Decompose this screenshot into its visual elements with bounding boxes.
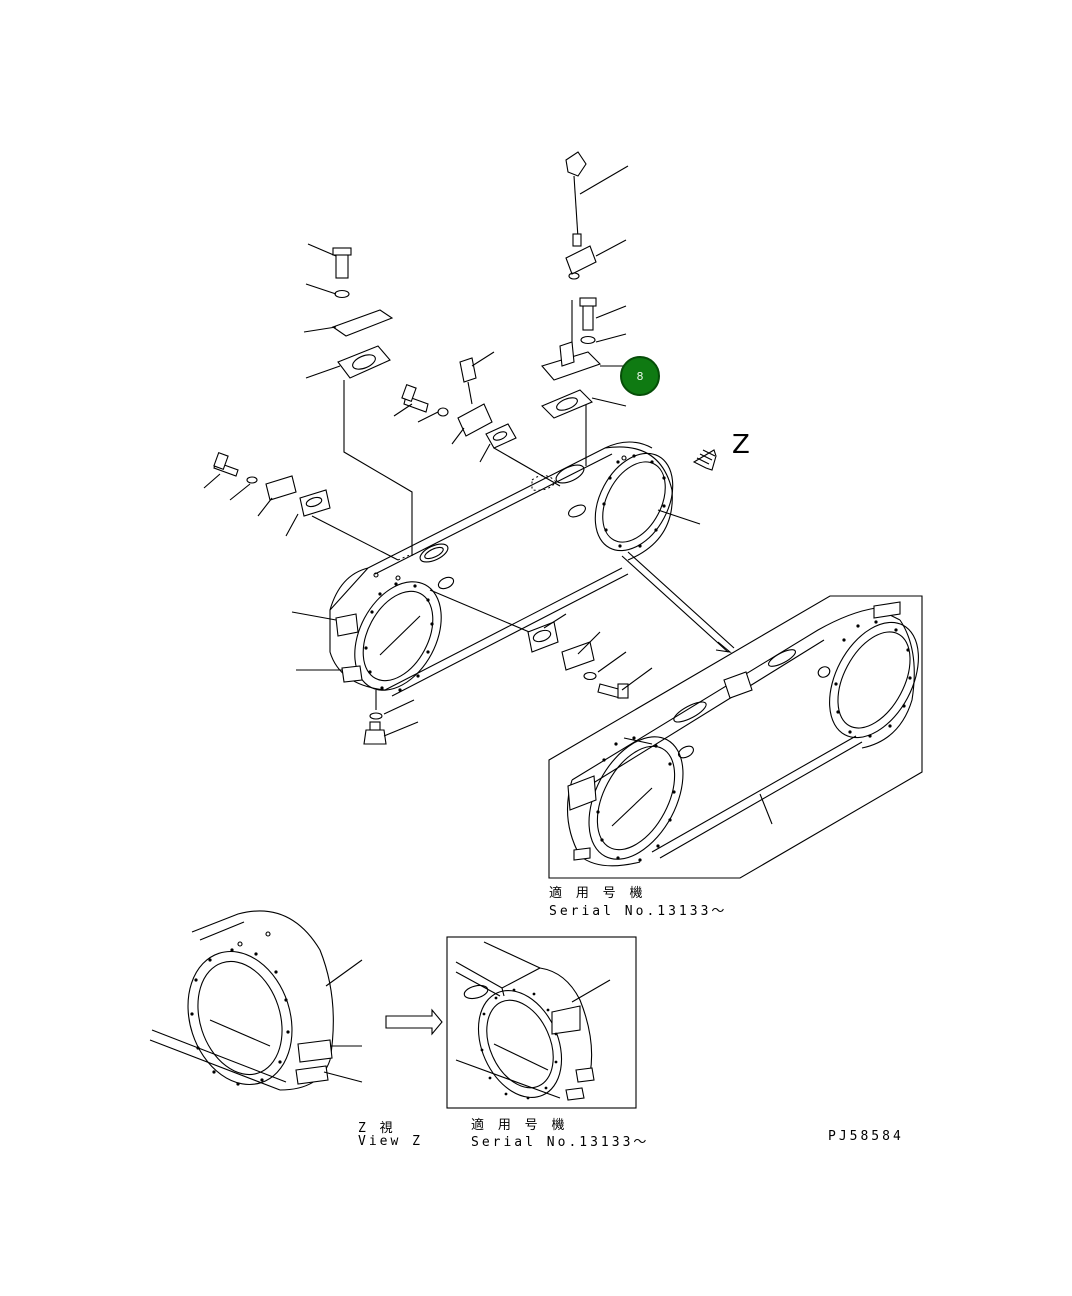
view-z-variant-applicable-label: 適 用 号 機: [471, 1118, 568, 1133]
view-z-variant-serial-label: Serial No.13133～: [471, 1135, 650, 1150]
view-z-title-en: View Z: [358, 1134, 423, 1149]
serial-variant-frame: [548, 551, 923, 879]
view-z-detail: [149, 910, 443, 1091]
callout-8[interactable]: 8: [620, 356, 660, 396]
main-serial-label: Serial No.13133～: [549, 904, 728, 919]
view-z-title-jp: Z 視: [358, 1121, 396, 1136]
main-case-housing: [329, 441, 674, 697]
exploded-parts: [203, 151, 717, 745]
view-z-variant-frame: [446, 936, 637, 1109]
view-z-marker: Z: [732, 430, 750, 460]
main-applicable-label: 適 用 号 機: [549, 886, 646, 901]
drawing-number: PJ58584: [828, 1129, 904, 1144]
